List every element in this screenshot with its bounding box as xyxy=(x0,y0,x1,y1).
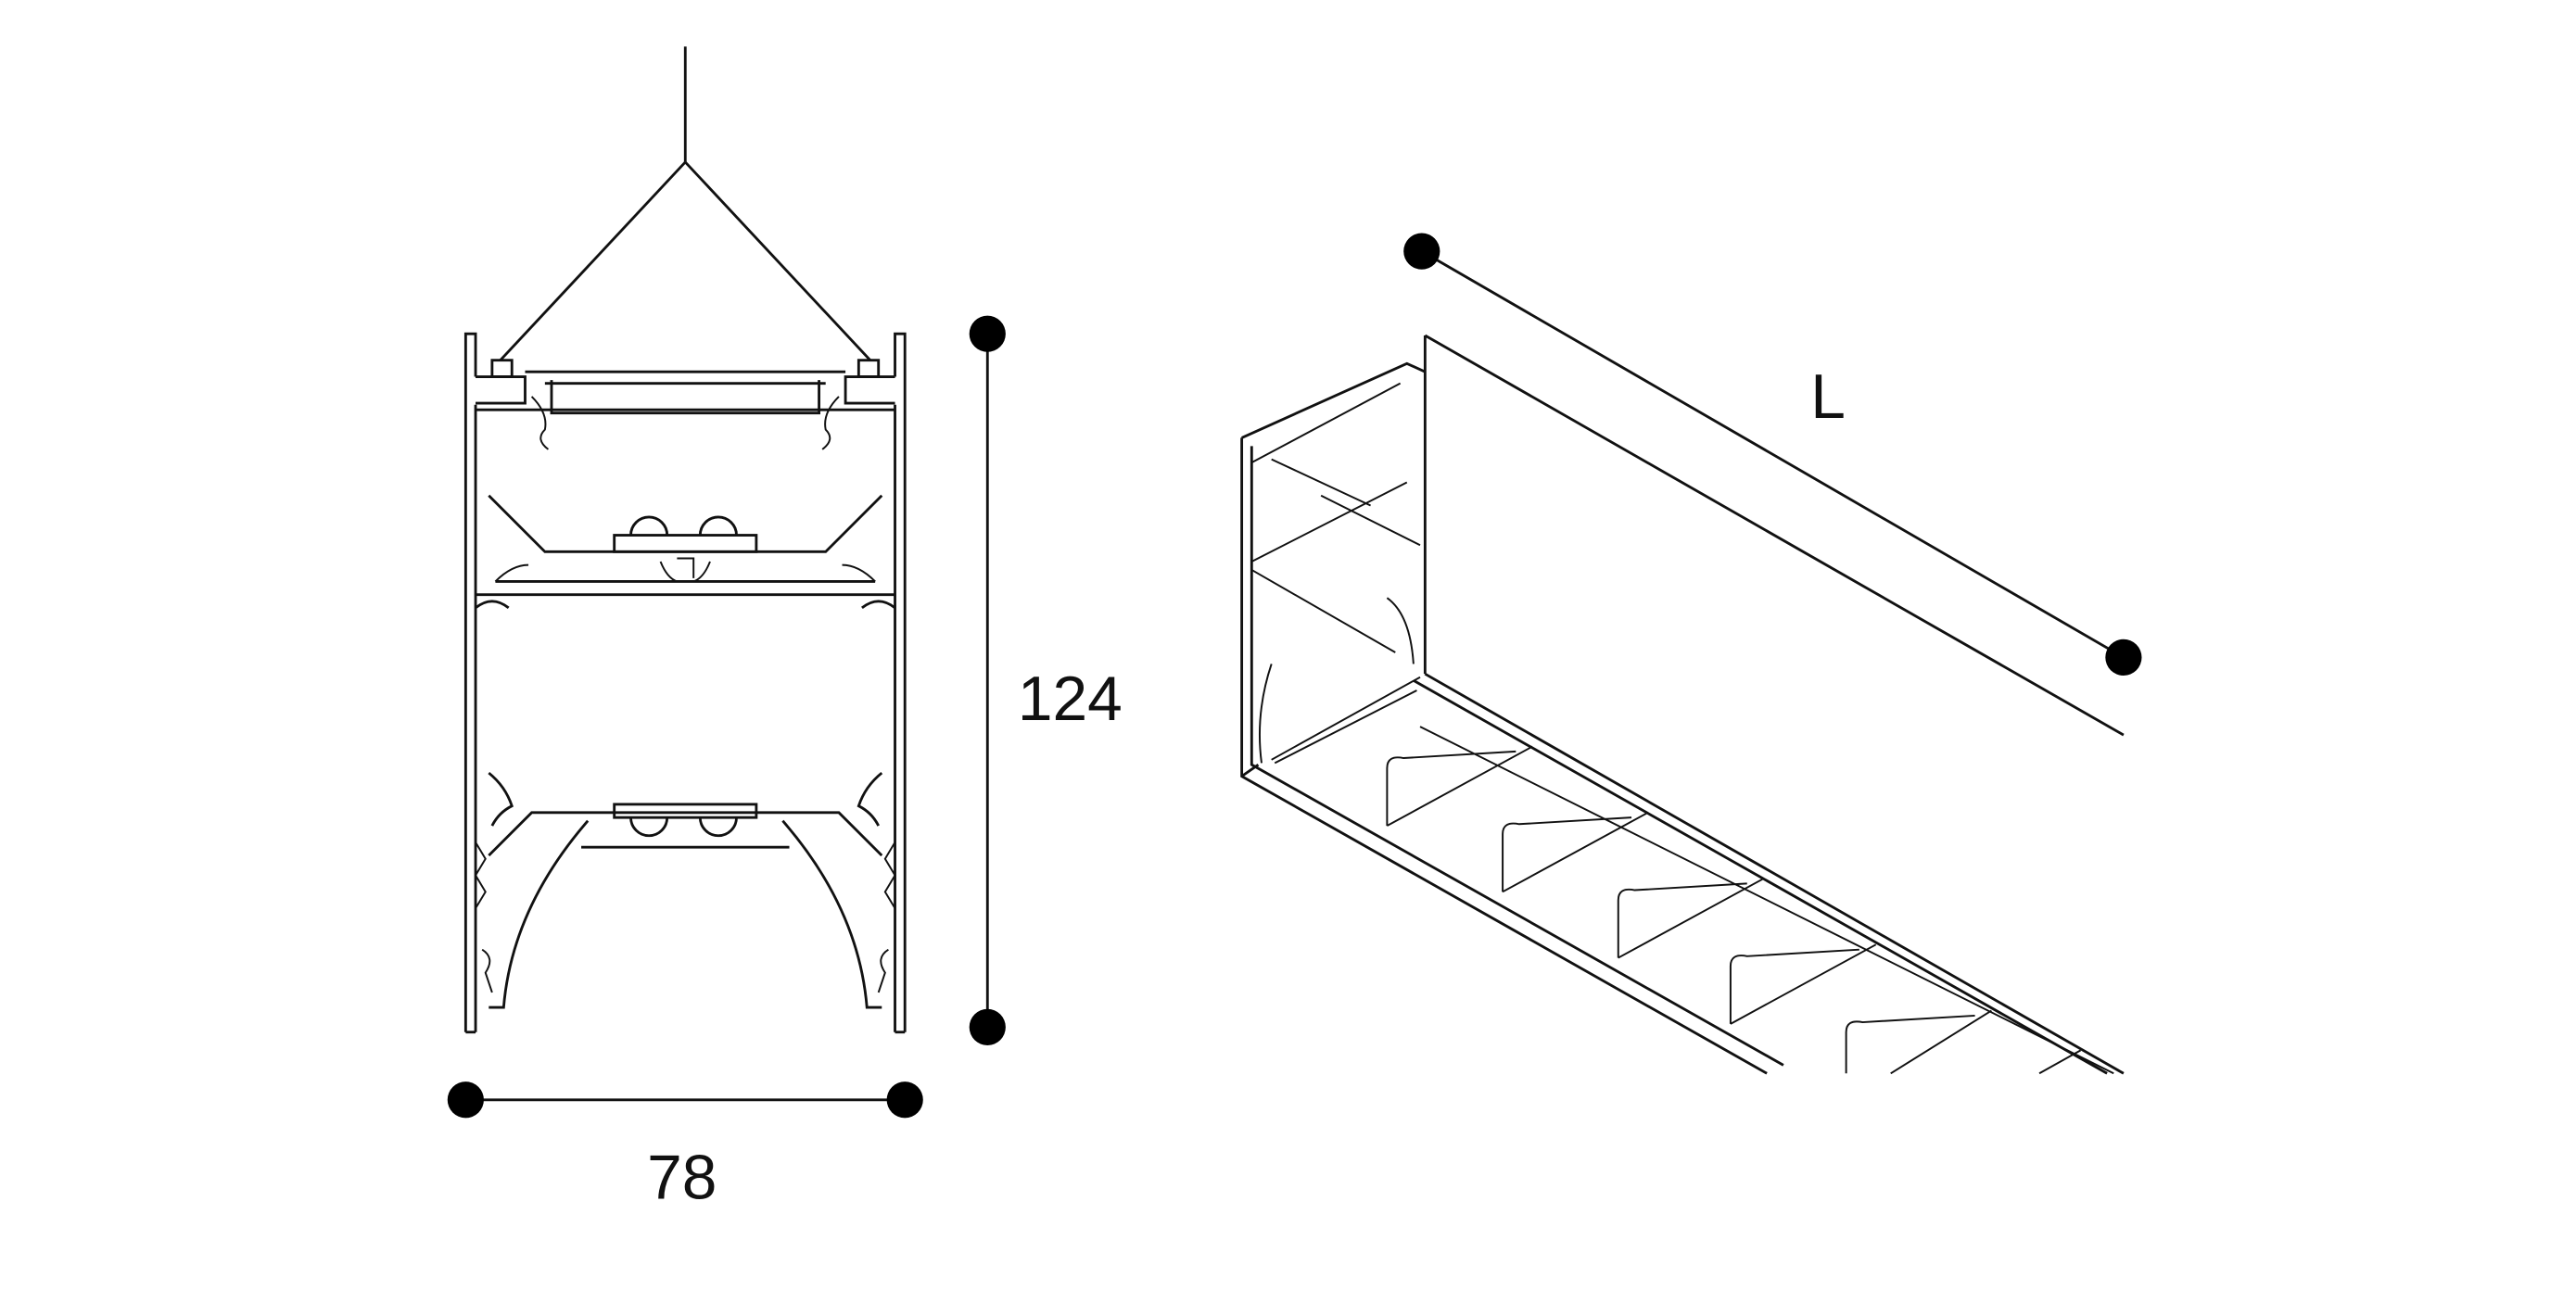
perspective-view xyxy=(1240,334,2125,1075)
profile-outline xyxy=(463,332,907,1034)
height-label: 124 xyxy=(1018,664,1123,734)
height-dimension: 124 xyxy=(969,315,1123,1045)
width-dimension: 78 xyxy=(447,1081,923,1213)
width-label: 78 xyxy=(647,1144,717,1213)
length-label: L xyxy=(1810,362,1846,432)
louver-baffles xyxy=(1274,689,2114,1075)
cross-section-view xyxy=(463,46,907,1034)
suspension-cable xyxy=(499,46,871,361)
length-dimension: L xyxy=(1403,233,2142,676)
